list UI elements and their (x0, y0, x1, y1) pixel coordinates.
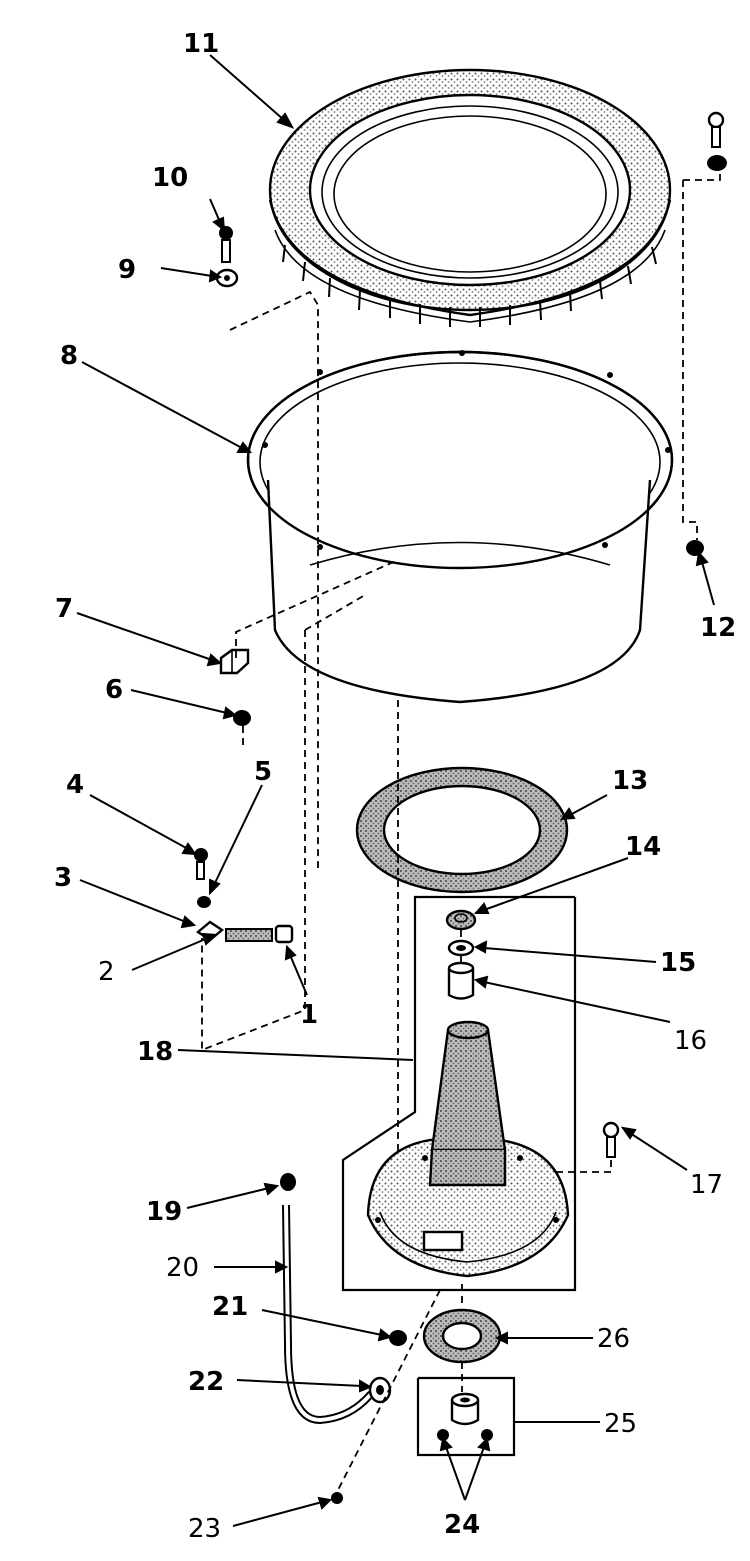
callout-22: 22 (188, 1367, 224, 1397)
part-25-group-outline (416, 1376, 516, 1457)
nut-part-6 (233, 710, 251, 726)
callout-25: 25 (604, 1409, 637, 1439)
callout-9: 9 (118, 255, 136, 285)
washer-part-5 (197, 896, 211, 908)
callout-6: 6 (105, 675, 123, 705)
washer-part-15 (447, 939, 475, 957)
screw-part-23 (331, 1492, 343, 1504)
tube-part-20 (282, 1204, 388, 1425)
hub-assembly-part-18 (366, 1020, 570, 1278)
callout-16: 16 (674, 1026, 707, 1056)
callout-12: 12 (700, 613, 736, 643)
callout-5: 5 (254, 757, 272, 787)
nut-part-21 (389, 1330, 407, 1346)
callout-4: 4 (66, 770, 84, 800)
seal-part-26 (422, 1308, 502, 1364)
cap-part-19 (280, 1173, 296, 1191)
nut-top-right (707, 155, 727, 171)
fitting-part-22 (368, 1376, 392, 1404)
callout-14: 14 (625, 832, 661, 862)
callout-26: 26 (597, 1324, 630, 1354)
callout-11: 11 (183, 29, 219, 59)
callout-21: 21 (212, 1292, 248, 1322)
balance-ring-part-11 (268, 68, 672, 327)
spring-part-2 (225, 928, 273, 942)
callout-18: 18 (137, 1037, 173, 1067)
callout-17: 17 (690, 1170, 723, 1200)
coupling-part-25 (450, 1392, 480, 1426)
tub-rim-holes (262, 350, 671, 550)
callout-10: 10 (152, 163, 188, 193)
callout-2: 2 (98, 957, 115, 987)
hub-bolt-holes (375, 1155, 559, 1223)
cap-part-1 (274, 924, 294, 944)
callout-8: 8 (60, 341, 78, 371)
gasket-part-13 (355, 766, 569, 894)
balance-ring-teeth (282, 244, 657, 327)
callout-7: 7 (55, 594, 73, 624)
part-18-group-outline (341, 895, 577, 1292)
callout-3: 3 (54, 863, 72, 893)
leader-lines (76, 54, 715, 1527)
callout-15: 15 (660, 948, 696, 978)
bracket-part-7 (219, 648, 250, 675)
screw-part-4 (194, 848, 208, 880)
seal-part-14 (445, 909, 477, 931)
screw-top-right (707, 111, 725, 148)
screw-part-10 (219, 226, 233, 263)
callout-1: 1 (300, 1000, 318, 1030)
callout-labels: 11 10 9 8 7 6 12 4 5 3 2 1 13 14 15 16 1… (54, 29, 736, 1544)
callout-13: 13 (612, 766, 648, 796)
tub-part-8 (246, 350, 674, 704)
callout-20: 20 (166, 1253, 199, 1283)
callout-24: 24 (444, 1510, 480, 1540)
callout-23: 23 (188, 1514, 221, 1544)
bushing-part-16 (447, 961, 475, 1000)
dashed-alignment-lines (201, 172, 721, 1491)
screw-part-17 (602, 1121, 620, 1158)
callout-19: 19 (146, 1197, 182, 1227)
nut-part-12 (686, 540, 704, 556)
screws-part-24 (437, 1429, 493, 1441)
